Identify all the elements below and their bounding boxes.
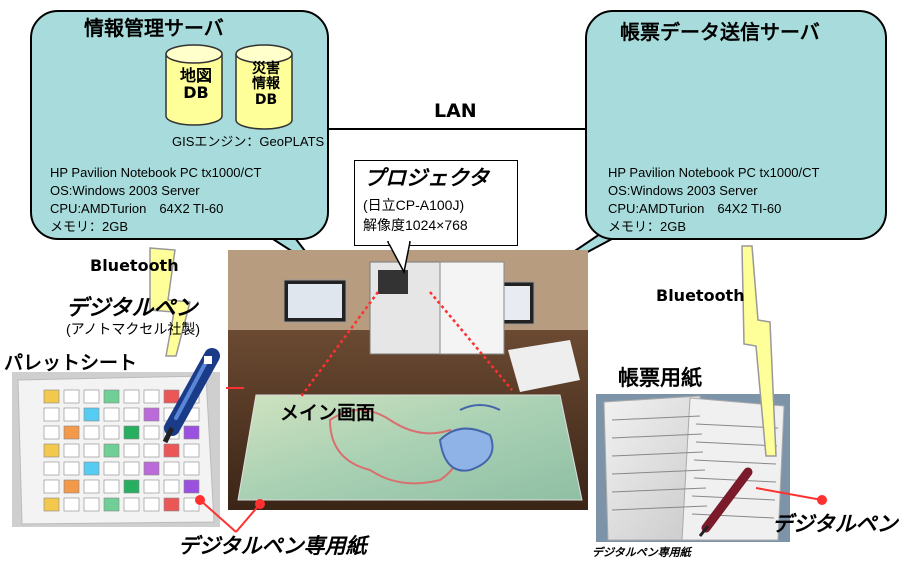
palette-cell bbox=[123, 389, 140, 404]
palette-cell bbox=[63, 443, 80, 458]
palette-cell bbox=[123, 407, 140, 422]
database-icons bbox=[165, 44, 293, 130]
palette-cell bbox=[103, 443, 120, 458]
palette-cell bbox=[103, 425, 120, 440]
bluetooth-label-left: Bluetooth bbox=[90, 256, 179, 275]
palette-cell bbox=[63, 425, 80, 440]
palette-cell bbox=[143, 497, 160, 512]
palette-cell bbox=[43, 443, 60, 458]
palette-cell bbox=[63, 407, 80, 422]
palette-cell bbox=[83, 443, 100, 458]
info-server-title: 情報管理サーバ bbox=[84, 16, 224, 40]
palette-cell bbox=[123, 461, 140, 476]
palette-cell bbox=[43, 389, 60, 404]
disaster-db-line-2: 情報 bbox=[252, 76, 280, 93]
palette-sheet-label: パレットシート bbox=[4, 352, 138, 374]
palette-cell bbox=[103, 407, 120, 422]
palette-cell bbox=[183, 443, 200, 458]
palette-cell bbox=[123, 425, 140, 440]
palette-cell bbox=[183, 425, 200, 440]
pointer-lines bbox=[195, 387, 827, 533]
palette-cell bbox=[163, 389, 180, 404]
disaster-db-cylinder bbox=[235, 44, 293, 130]
projector-callout bbox=[354, 160, 518, 246]
palette-cell bbox=[163, 461, 180, 476]
palette-cell bbox=[163, 479, 180, 494]
palette-cell bbox=[183, 479, 200, 494]
palette-cell bbox=[163, 497, 180, 512]
palette-cell bbox=[83, 479, 100, 494]
palette-cell bbox=[143, 461, 160, 476]
palette-cell bbox=[143, 443, 160, 458]
palette-cell bbox=[63, 461, 80, 476]
form-server-specs: HP Pavilion Notebook PC tx1000/CT OS:Win… bbox=[608, 164, 819, 236]
palette-cell bbox=[123, 479, 140, 494]
palette-cell bbox=[83, 461, 100, 476]
palette-cell bbox=[143, 425, 160, 440]
palette-cell bbox=[183, 461, 200, 476]
pen-paper-small-label: デジタルペン専用紙 bbox=[592, 546, 691, 559]
palette-cell bbox=[123, 443, 140, 458]
info-server-specs: HP Pavilion Notebook PC tx1000/CT OS:Win… bbox=[50, 164, 261, 236]
projector-resolution: 解像度1024×768 bbox=[363, 217, 468, 233]
palette-cell bbox=[143, 389, 160, 404]
form-spec-cpu: CPU:AMDTurion 64X2 TI-60 bbox=[608, 201, 782, 216]
palette-cell bbox=[43, 407, 60, 422]
palette-cell bbox=[63, 479, 80, 494]
form-paper-label: 帳票用紙 bbox=[618, 366, 702, 390]
main-photo bbox=[228, 250, 588, 510]
palette-cell bbox=[103, 479, 120, 494]
digital-pen-label: デジタルペン bbox=[66, 296, 198, 321]
map-db-line-2: DB bbox=[183, 82, 209, 102]
palette-sheet-photo bbox=[12, 372, 220, 527]
palette-cell bbox=[43, 461, 60, 476]
map-db-label: 地図 DB bbox=[170, 66, 222, 102]
digital-pen-left bbox=[162, 348, 220, 444]
palette-cell bbox=[103, 389, 120, 404]
palette-cell bbox=[83, 425, 100, 440]
main-screen-label: メイン画面 bbox=[280, 402, 376, 424]
palette-cell bbox=[63, 497, 80, 512]
bluetooth-label-right: Bluetooth bbox=[656, 286, 745, 305]
disaster-db-line-1: 災害 bbox=[252, 61, 280, 77]
map-db-cylinder bbox=[165, 44, 223, 126]
palette-cell bbox=[43, 425, 60, 440]
lan-label: LAN bbox=[434, 100, 477, 122]
palette-cell bbox=[143, 479, 160, 494]
digital-pen-right-label: デジタルペン bbox=[772, 512, 898, 536]
palette-cell bbox=[103, 461, 120, 476]
gis-engine-label: GISエンジン：GeoPLATS bbox=[172, 134, 325, 149]
info-spec-memory: メモリ：2GB bbox=[50, 219, 129, 234]
info-spec-cpu: CPU:AMDTurion 64X2 TI-60 bbox=[50, 201, 224, 216]
map-db-line-1: 地図 bbox=[179, 66, 212, 85]
form-server-bubble bbox=[585, 10, 887, 240]
bluetooth-lightning-left bbox=[149, 247, 191, 357]
projector-callout-tail bbox=[386, 240, 411, 275]
info-spec-model: HP Pavilion Notebook PC tx1000/CT bbox=[50, 165, 262, 180]
palette-cell bbox=[83, 497, 100, 512]
palette-cell bbox=[43, 497, 60, 512]
palette-cell bbox=[123, 497, 140, 512]
form-spec-model: HP Pavilion Notebook PC tx1000/CT bbox=[608, 165, 820, 180]
info-spec-os: OS:Windows 2003 Server bbox=[50, 183, 200, 198]
pen-paper-main-label: デジタルペン専用紙 bbox=[178, 534, 367, 558]
pen-maker-label: (アノトマクセル社製) bbox=[66, 321, 201, 337]
disaster-db-line-3: DB bbox=[254, 91, 278, 108]
form-server-title: 帳票データ送信サーバ bbox=[620, 20, 820, 44]
form-spec-memory: メモリ：2GB bbox=[608, 219, 687, 234]
palette-cell bbox=[143, 407, 160, 422]
bluetooth-lightning-right bbox=[741, 245, 777, 457]
form-spec-os: OS:Windows 2003 Server bbox=[608, 183, 758, 198]
projector-title: プロジェクタ bbox=[364, 166, 490, 190]
palette-cell bbox=[63, 389, 80, 404]
disaster-db-label: 災害 情報 DB bbox=[238, 61, 294, 108]
projector-model: (日立CP-A100J) bbox=[363, 197, 465, 213]
palette-cell bbox=[103, 497, 120, 512]
form-paper-photo bbox=[596, 394, 790, 542]
palette-cell bbox=[163, 443, 180, 458]
palette-cell bbox=[83, 389, 100, 404]
palette-cell bbox=[43, 479, 60, 494]
palette-cell bbox=[83, 407, 100, 422]
